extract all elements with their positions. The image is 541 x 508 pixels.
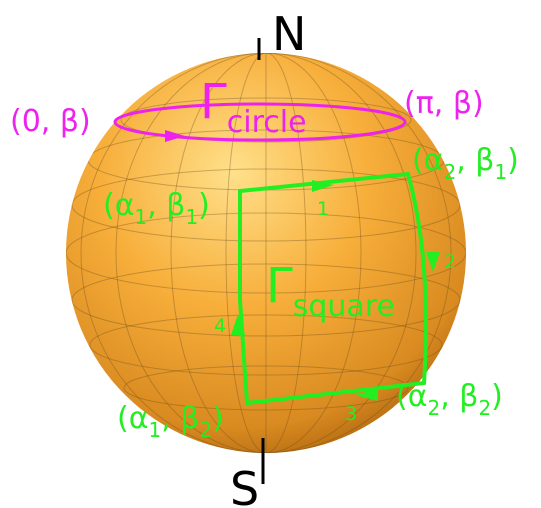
south-label: S: [230, 462, 259, 508]
square-path-curve: [238, 171, 428, 406]
segment-1-number: 1: [317, 198, 329, 220]
corner-top-left-label: (α1, β1): [103, 188, 210, 229]
north-label: N: [272, 7, 306, 61]
sphere: [66, 53, 466, 453]
sphere-grid: [66, 53, 466, 453]
gamma-circle-label: Γcircle: [200, 74, 307, 140]
corner-top-right-label: (α2, β1): [412, 143, 519, 184]
circle-left-point-label: (0, β): [10, 104, 91, 139]
segment-2-number: 2: [444, 251, 456, 273]
corner-bottom-right-label: (α2, β2): [396, 379, 503, 420]
segment-4-number: 4: [214, 315, 226, 337]
segment-3-number: 3: [345, 403, 357, 425]
circle-path-curve: [113, 102, 407, 142]
segment-2-arrow: [426, 252, 440, 272]
gamma-square-label: Γsquare: [266, 258, 395, 324]
corner-bottom-left-label: (α1, β2): [117, 401, 224, 442]
segment-4-arrow: [231, 314, 245, 335]
segment-1-arrow: [312, 180, 334, 192]
circle-right-point-label: (π, β): [404, 86, 484, 121]
segment-3-arrow: [355, 389, 378, 401]
circle-path-arrow: [165, 130, 185, 142]
